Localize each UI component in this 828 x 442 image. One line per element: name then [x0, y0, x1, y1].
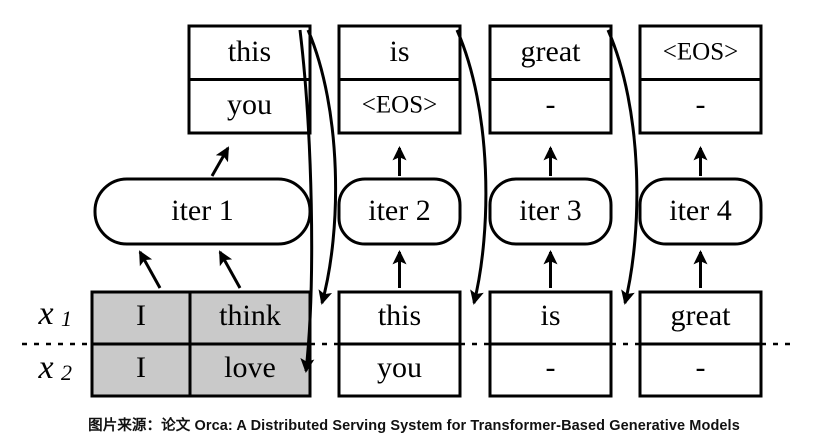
arrow-iter1-to-output-col1	[210, 146, 230, 177]
figure-caption: 图片来源：论文 Orca: A Distributed Serving Syst…	[88, 417, 740, 434]
arrow-feedback-col2-to-col3	[455, 29, 488, 305]
output-col1-row1-text: this	[228, 35, 271, 68]
output-col3-row2-text: -	[546, 88, 556, 121]
iter-box-col4-label: iter 4	[669, 194, 731, 227]
input-col1-row1-cell1-text: I	[136, 299, 146, 332]
arrow-feedback-col1-row1-to-col2-row1	[306, 29, 338, 305]
arrow-feedback-col1-row2-to-col2-row2	[298, 29, 315, 373]
row-label-x2-sub: 2	[61, 360, 72, 385]
input-col2-row2-text: you	[377, 351, 422, 384]
input-col2-row1-text: this	[378, 299, 421, 332]
output-box-col3: great -	[488, 24, 613, 135]
input-col3-row2-text: -	[546, 351, 556, 384]
iter-box-col2: iter 2	[337, 177, 462, 246]
input-col1-row2-cell2-text: love	[224, 351, 276, 384]
row-label-x1-base: x	[37, 295, 53, 332]
input-col4-row2-text: -	[696, 351, 706, 384]
input-col1-row1-cell2-text: think	[219, 299, 281, 332]
iter-box-col3-frame	[488, 177, 613, 246]
input-col4-row1-text: great	[671, 299, 732, 332]
output-col1-row2-text: you	[227, 88, 272, 121]
iter-box-col1: iter 1	[93, 177, 312, 246]
row-label-x1: x 1	[37, 295, 72, 332]
input-box-col1: I think I love	[90, 290, 312, 398]
input-box-col4: great -	[638, 290, 763, 398]
iter-box-col4-frame	[638, 177, 763, 246]
output-box-col4: <EOS> -	[638, 24, 763, 135]
arrow-feedback-col3-to-col4	[606, 29, 639, 305]
output-col2-row2-text: <EOS>	[362, 92, 437, 119]
input-col3-row1-text: is	[540, 299, 560, 332]
row-label-x1-sub: 1	[61, 306, 72, 331]
row-label-x2: x 2	[37, 349, 72, 386]
arrow-input-col1-cell2-to-iter1	[218, 250, 242, 289]
iter-box-col4: iter 4	[638, 177, 763, 246]
output-box-col2: is <EOS>	[337, 24, 462, 135]
iter-box-col1-label: iter 1	[171, 194, 233, 227]
input-col1-row2-cell1-text: I	[136, 351, 146, 384]
iter-box-col3: iter 3	[488, 177, 613, 246]
output-col4-row2-text: -	[696, 88, 706, 121]
output-col2-row1-text: is	[389, 35, 409, 68]
output-col3-row1-text: great	[521, 35, 582, 68]
row-label-x2-base: x	[37, 349, 53, 386]
arrow-input-col1-cell1-to-iter1	[138, 250, 162, 289]
iter-box-col2-label: iter 2	[368, 194, 430, 227]
input-box-col2: this you	[337, 290, 462, 398]
output-box-col1: this you	[187, 24, 312, 135]
input-box-col3: is -	[488, 290, 613, 398]
output-col4-row1-text: <EOS>	[663, 39, 738, 66]
iter-box-col3-label: iter 3	[519, 194, 581, 227]
iter-box-col2-frame	[337, 177, 462, 246]
